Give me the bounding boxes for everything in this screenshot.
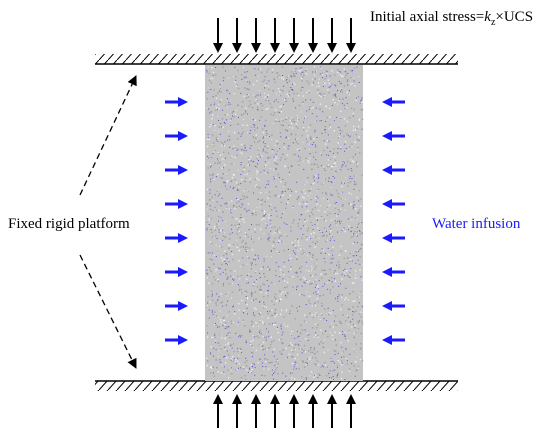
water-arrow-right	[165, 131, 188, 141]
axial-arrow-up	[270, 394, 280, 428]
water-arrows-left	[165, 97, 188, 345]
axial-arrow-up	[327, 394, 337, 428]
water-arrow-left	[382, 131, 405, 141]
water-arrow-right	[165, 199, 188, 209]
axial-arrow-up	[346, 394, 356, 428]
specimen-particles	[206, 66, 364, 381]
axial-arrow-down	[289, 18, 299, 53]
axial-stress-k: k	[484, 9, 491, 25]
water-arrow-right	[165, 335, 188, 345]
axial-arrow-down	[232, 18, 242, 53]
axial-stress-prefix: Initial axial stress=	[370, 9, 485, 25]
pointer-to-top-platform	[79, 75, 137, 196]
top-platform	[95, 54, 458, 65]
bottom-platform	[95, 380, 458, 391]
water-arrow-left	[382, 267, 405, 277]
axial-arrow-up	[213, 394, 223, 428]
water-arrow-left	[382, 165, 405, 175]
water-arrow-left	[382, 97, 405, 107]
axial-arrows-bottom	[213, 394, 356, 428]
rock-specimen	[205, 65, 364, 381]
axial-arrows-top	[213, 18, 356, 53]
water-infusion-label: Water infusion	[432, 216, 521, 232]
axial-arrow-down	[308, 18, 318, 53]
water-arrow-right	[165, 97, 188, 107]
axial-stress-suffix: ×UCS	[495, 9, 534, 25]
pointer-to-bottom-platform	[79, 254, 137, 369]
water-arrow-left	[382, 335, 405, 345]
water-arrow-right	[165, 165, 188, 175]
axial-arrow-down	[270, 18, 280, 53]
axial-arrow-up	[232, 394, 242, 428]
axial-arrow-up	[251, 394, 261, 428]
axial-stress-label: Initial axial stress=kz×UCS	[370, 9, 533, 28]
axial-arrow-down	[346, 18, 356, 53]
platform-label: Fixed rigid platform	[8, 216, 130, 232]
axial-arrow-down	[251, 18, 261, 53]
water-arrow-left	[382, 199, 405, 209]
water-arrow-right	[165, 267, 188, 277]
axial-stress-subscript: z	[490, 17, 496, 28]
axial-arrow-up	[289, 394, 299, 428]
axial-arrow-down	[327, 18, 337, 53]
water-arrow-right	[165, 301, 188, 311]
water-arrow-right	[165, 233, 188, 243]
water-arrows-right	[382, 97, 405, 345]
water-arrow-left	[382, 301, 405, 311]
axial-arrow-up	[308, 394, 318, 428]
axial-arrow-down	[213, 18, 223, 53]
water-arrow-left	[382, 233, 405, 243]
